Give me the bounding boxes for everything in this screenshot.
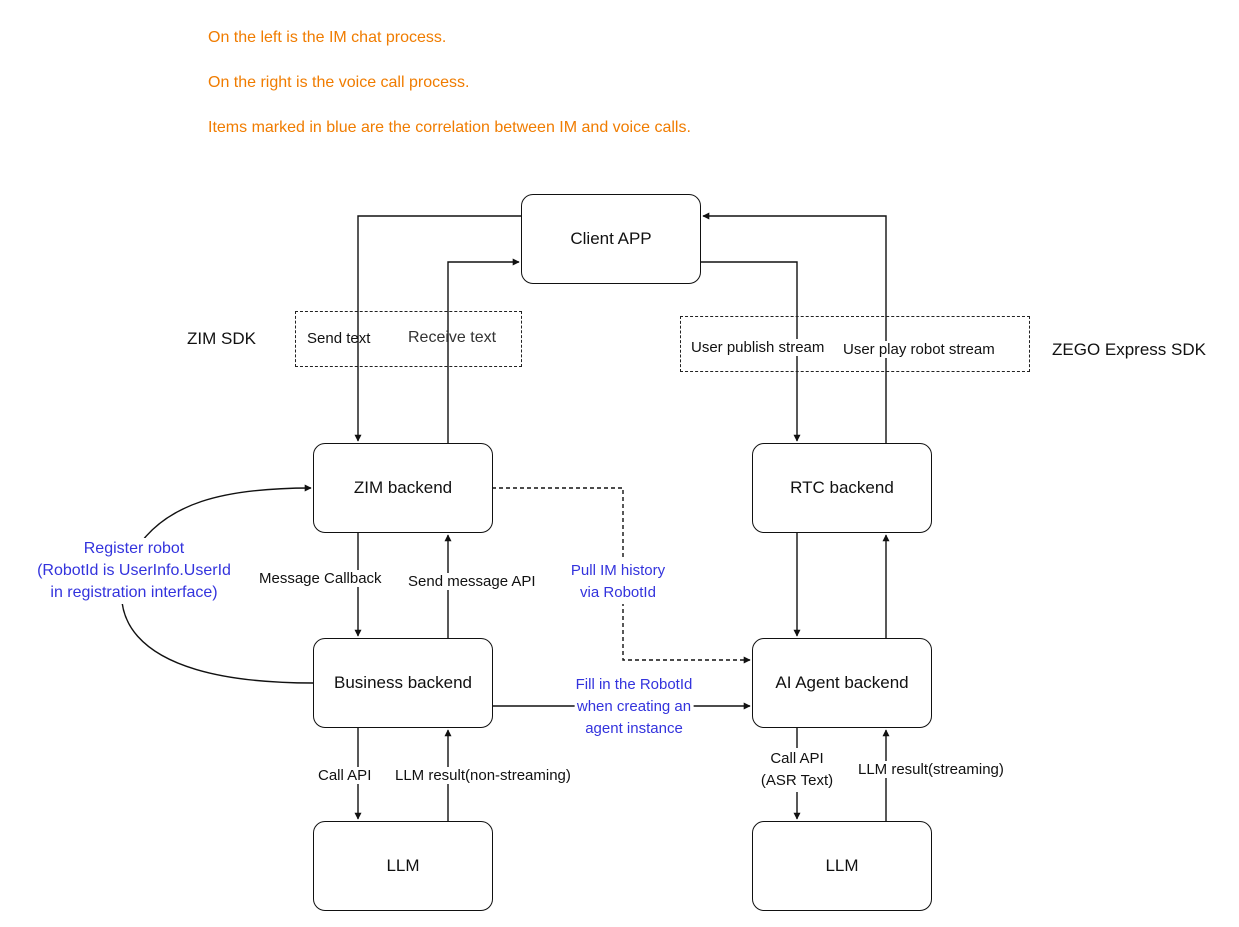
business-backend-node[interactable]: Business backend [313, 638, 493, 728]
client-app-node[interactable]: Client APP [521, 194, 701, 284]
label-llm-result-non-streaming: LLM result(non-streaming) [394, 767, 572, 784]
label-fill-robotid-line3: agent instance [585, 720, 683, 737]
llm-left-node[interactable]: LLM [313, 821, 493, 911]
label-call-api-asr-line1: Call API [770, 750, 824, 767]
rtc-backend-label: RTC backend [790, 478, 894, 497]
label-call-api-asr-line2: (ASR Text) [760, 772, 834, 789]
zim-backend-node[interactable]: ZIM backend [313, 443, 493, 533]
label-fill-robotid: Fill in the RobotId when creating an age… [574, 674, 694, 740]
zego-express-sdk-label: ZEGO Express SDK [1052, 340, 1206, 359]
ai-agent-backend-node[interactable]: AI Agent backend [752, 638, 932, 728]
zim-sdk-group [295, 311, 522, 367]
label-register-robot-line3: in registration interface) [50, 584, 218, 601]
label-receive-text: Receive text [408, 329, 497, 346]
label-register-robot-line1: Register robot [83, 540, 185, 557]
edge-play-robot-stream [702, 212, 887, 443]
edge-publish-stream [701, 261, 801, 442]
note-left-process: On the left is the IM chat process. [208, 29, 447, 46]
label-send-text: Send text [307, 330, 371, 347]
label-call-api-left: Call API [317, 767, 373, 784]
zim-sdk-label: ZIM SDK [187, 329, 256, 348]
label-send-message-api: Send message API [407, 573, 537, 590]
label-llm-result-streaming: LLM result(streaming) [857, 761, 1005, 778]
label-user-publish-stream: User publish stream [690, 339, 826, 356]
rtc-backend-node[interactable]: RTC backend [752, 443, 932, 533]
label-fill-robotid-line2: when creating an [576, 698, 692, 715]
label-fill-robotid-line1: Fill in the RobotId [575, 676, 693, 693]
zego-express-sdk-group [680, 316, 1030, 372]
label-message-callback: Message Callback [258, 570, 383, 587]
client-app-label: Client APP [570, 229, 652, 248]
label-pull-im-history: Pull IM history via RobotId [569, 560, 667, 604]
label-call-api-asr: Call API (ASR Text) [759, 748, 835, 792]
label-register-robot: Register robot (RobotId is UserInfo.User… [36, 538, 232, 604]
zim-backend-label: ZIM backend [353, 478, 453, 497]
ai-agent-backend-label: AI Agent backend [775, 673, 909, 692]
note-right-process: On the right is the voice call process. [208, 74, 470, 91]
llm-right-label: LLM [825, 856, 859, 875]
note-blue-items: Items marked in blue are the correlation… [208, 119, 691, 136]
label-pull-im-history-line2: via RobotId [580, 584, 656, 601]
business-backend-label: Business backend [334, 673, 472, 692]
llm-left-label: LLM [386, 856, 420, 875]
llm-right-node[interactable]: LLM [752, 821, 932, 911]
label-user-play-robot-stream: User play robot stream [842, 341, 996, 358]
label-pull-im-history-line1: Pull IM history [570, 562, 666, 579]
label-register-robot-line2: (RobotId is UserInfo.UserId [37, 562, 231, 579]
edge-receive-text [447, 258, 520, 443]
